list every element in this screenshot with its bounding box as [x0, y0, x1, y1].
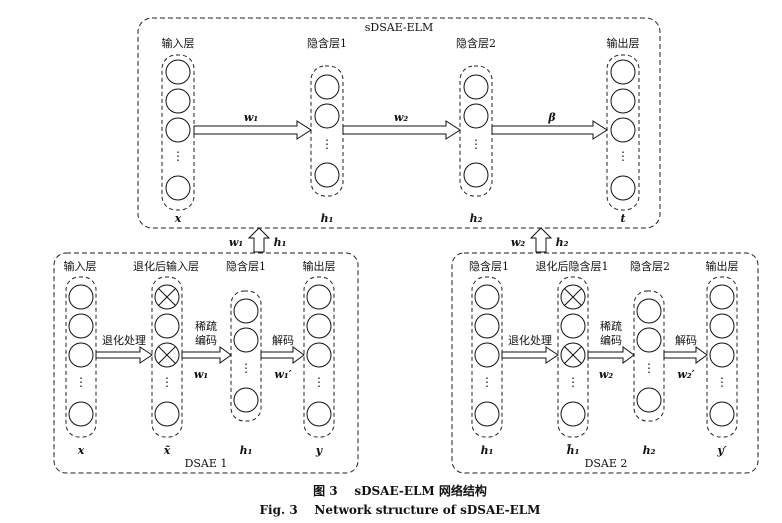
dsae2-layer-label: 隐含层1 — [469, 259, 509, 273]
dsae2-layer-label: 隐含层2 — [630, 259, 670, 273]
dsae2-layer-var: h₂ — [643, 444, 656, 457]
connector-left: w₁ h₁ — [229, 227, 287, 253]
dsae1-arrow-encode — [181, 346, 232, 364]
svg-text:⋮: ⋮ — [567, 375, 579, 389]
top-layer-label: 输入层 — [162, 36, 195, 50]
dsae1-layer-label: 输出层 — [303, 259, 336, 273]
svg-text:⋮: ⋮ — [75, 375, 87, 389]
top-weight: w₁ — [244, 111, 258, 124]
top-layer-var: t — [620, 212, 625, 225]
dsae1-layer-var: y — [315, 444, 324, 457]
top-title: sDSAE-ELM — [365, 21, 434, 34]
top-layer-label: 隐含层2 — [456, 36, 496, 50]
dsae1-arrow-text: 退化处理 — [102, 333, 146, 347]
top-layer-var: h₂ — [470, 212, 483, 225]
top-layer-var: x — [174, 212, 182, 225]
top-layer-input: ⋮ — [161, 54, 195, 211]
dsae1-arrow-decode — [260, 346, 305, 364]
top-arrow-3 — [491, 120, 608, 140]
svg-text:⋮: ⋮ — [470, 137, 482, 151]
dsae2-arrow-text: 退化处理 — [508, 333, 552, 347]
dsae2-layer-hidden2: ⋮ — [633, 290, 665, 422]
svg-text:⋮: ⋮ — [617, 149, 629, 163]
top-layer-label: 输出层 — [607, 36, 640, 50]
dsae2-arrow-weight: w₂′ — [677, 368, 694, 381]
dsae1-arrow-text: 稀疏 — [195, 319, 217, 333]
dsae1-layer-var: x — [77, 444, 85, 457]
dsae2-layer-hidden1: ⋮ — [471, 276, 503, 438]
dsae2-layer-corrupted: ⋮ — [557, 276, 589, 438]
dsae1-arrow-weight: w₁ — [194, 368, 208, 381]
dsae1-layer-var: h₁ — [240, 444, 253, 457]
svg-text:⋮: ⋮ — [313, 375, 325, 389]
top-arrow-2 — [342, 120, 461, 140]
dsae1-layer-label: 隐含层1 — [226, 259, 266, 273]
sdsae-elm-block: sDSAE-ELM 输入层 隐含层1 隐含层2 输出层 ⋮ ⋮ ⋮ — [137, 17, 661, 229]
dsae1-layer-var: x̃ — [163, 444, 171, 457]
top-layer-var: h₁ — [321, 212, 334, 225]
dsae1-layer-label: 退化后输入层 — [133, 259, 199, 273]
dsae2-arrow-weight: w₂ — [599, 368, 613, 381]
svg-text:⋮: ⋮ — [481, 375, 493, 389]
dsae1-layer-label: 输入层 — [64, 259, 97, 273]
svg-text:⋮: ⋮ — [172, 149, 184, 163]
svg-text:⋮: ⋮ — [643, 361, 655, 375]
top-layer-output: ⋮ — [606, 54, 640, 211]
dsae2-arrow-text: 解码 — [675, 333, 697, 347]
dsae1-layer-output: ⋮ — [303, 276, 335, 438]
dsae2-arrow-encode — [587, 346, 635, 364]
dsae1-layer-input: ⋮ — [65, 276, 97, 438]
dsae2-block: 隐含层1 退化后隐含层1 隐含层2 输出层 ⋮ ⋮ — [451, 252, 759, 474]
connector-hidden: h₁ — [274, 236, 287, 249]
top-layer-hidden2: ⋮ — [459, 65, 493, 197]
connector-weight: w₁ — [229, 236, 243, 249]
dsae1-layer-corrupted: ⋮ — [151, 276, 183, 438]
dsae1-block: 输入层 退化后输入层 隐含层1 输出层 ⋮ ⋮ ⋮ — [53, 252, 359, 474]
dsae1-arrow-text: 编码 — [195, 333, 217, 347]
svg-text:⋮: ⋮ — [321, 137, 333, 151]
top-layer-hidden1: ⋮ — [310, 65, 344, 197]
connector-weight: w₂ — [511, 236, 525, 249]
dsae1-arrow-corrupt — [95, 346, 153, 364]
dsae2-arrow-text: 编码 — [600, 333, 622, 347]
dsae2-title: DSAE 2 — [585, 457, 628, 470]
dsae2-arrow-decode — [663, 346, 708, 364]
dsae2-layer-var: h̃₁ — [566, 444, 579, 457]
top-layer-label: 隐含层1 — [307, 36, 347, 50]
dsae1-arrow-text: 解码 — [272, 333, 294, 347]
figure-caption-en: Fig. 3 Network structure of sDSAE-ELM — [260, 503, 541, 517]
dsae2-layer-output: ⋮ — [706, 276, 738, 438]
dsae2-layer-var: y′ — [716, 444, 726, 457]
svg-text:⋮: ⋮ — [161, 375, 173, 389]
dsae1-layer-hidden1: ⋮ — [230, 290, 262, 422]
top-arrow-1 — [193, 120, 312, 140]
dsae2-layer-label: 退化后隐含层1 — [536, 259, 609, 273]
top-weight: β — [547, 111, 556, 124]
dsae2-arrow-text: 稀疏 — [600, 319, 622, 333]
dsae2-layer-label: 输出层 — [706, 259, 739, 273]
dsae1-title: DSAE 1 — [185, 457, 228, 470]
top-weight: w₂ — [394, 111, 408, 124]
dsae2-arrow-corrupt — [501, 346, 559, 364]
connector-right: w₂ h₂ — [511, 227, 569, 253]
dsae1-arrow-weight: w₁′ — [274, 368, 291, 381]
svg-text:⋮: ⋮ — [716, 375, 728, 389]
figure-caption-cn: 图 3 sDSAE-ELM 网络结构 — [313, 483, 487, 498]
connector-hidden: h₂ — [556, 236, 569, 249]
svg-text:⋮: ⋮ — [240, 361, 252, 375]
dsae2-layer-var: h₁ — [481, 444, 494, 457]
